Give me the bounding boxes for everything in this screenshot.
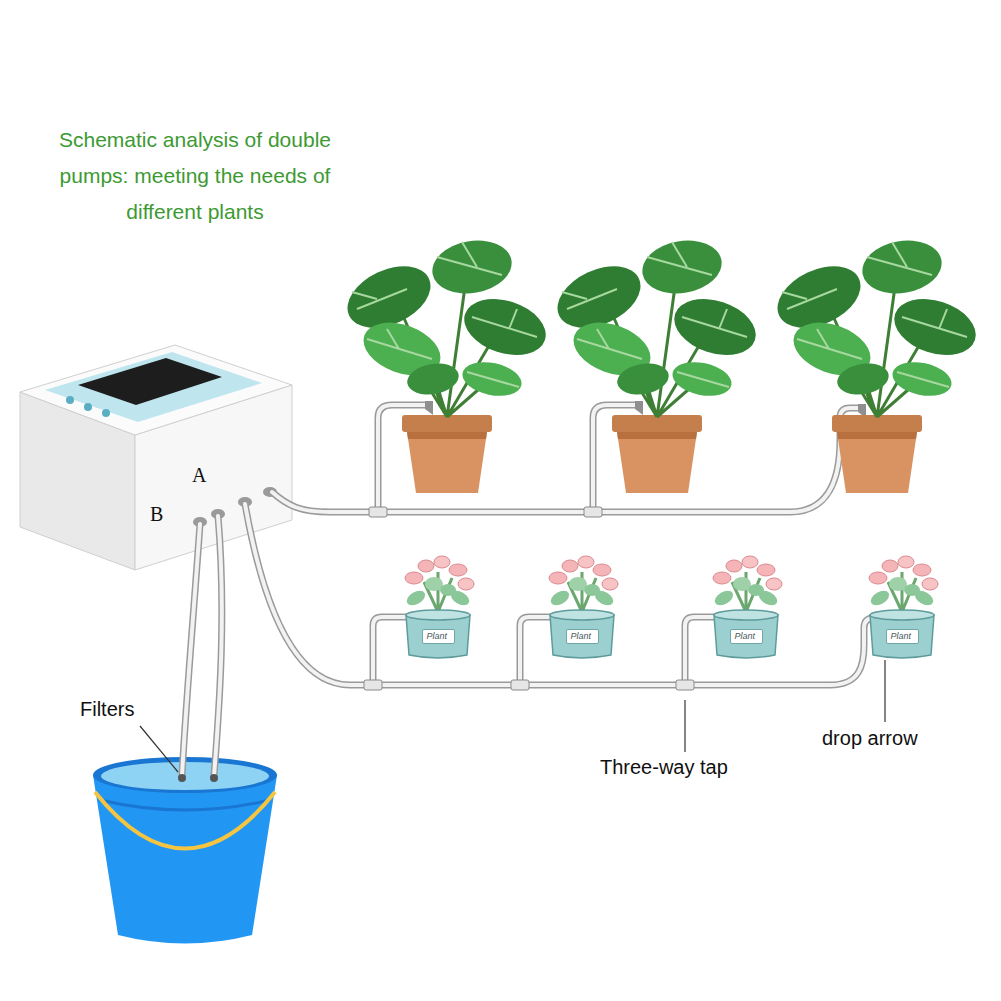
tube [272, 408, 858, 512]
tube [245, 504, 885, 685]
filter [210, 774, 218, 782]
pot-label: Plant [730, 629, 763, 644]
succulent-pots [406, 610, 470, 658]
drop-arrow [425, 401, 433, 415]
monstera-pots [832, 415, 922, 493]
monstera-pots [402, 415, 492, 493]
drop-arrow [415, 401, 893, 628]
filter [178, 774, 186, 782]
pump-controller [78, 358, 222, 405]
leader-line [140, 660, 885, 772]
pot-text: Plant [891, 631, 914, 642]
bucket-handle [95, 792, 275, 849]
succulent-pots [714, 610, 778, 658]
three-way-tap [369, 507, 387, 517]
succulent-pots [548, 556, 618, 612]
pump-controller [84, 403, 92, 411]
pump-controller [20, 345, 292, 435]
three-way-tap [364, 507, 694, 690]
tube [182, 524, 200, 776]
tube [182, 524, 200, 776]
three-way-tap [676, 680, 694, 690]
leader-line [684, 700, 685, 752]
three-way-tap [364, 680, 382, 690]
monstera-pots [338, 234, 983, 493]
port-label: A [192, 464, 206, 487]
three-way-tap [584, 507, 602, 517]
tube [214, 516, 222, 776]
succulent-pots [870, 610, 934, 658]
pot-text: Plant [427, 631, 450, 642]
succulent-pots [712, 556, 782, 612]
filter [178, 774, 218, 782]
part-label: drop arrow [822, 727, 918, 750]
succulent-pots [404, 556, 938, 658]
water-bucket [93, 757, 277, 944]
pump-controller [66, 396, 74, 404]
monstera-pots [768, 234, 983, 417]
pump-controller [45, 352, 262, 422]
pot-label: Plant [422, 629, 455, 644]
part-label: Three-way tap [600, 756, 728, 779]
leader-line [884, 660, 885, 722]
three-way-tap [511, 680, 529, 690]
drop-arrow [635, 401, 643, 415]
pot-text: Plant [571, 631, 594, 642]
succulent-pots [404, 556, 474, 612]
part-label: Filters [80, 698, 134, 721]
monstera-pots [612, 415, 702, 493]
monstera-pots [338, 234, 553, 417]
pot-label: Plant [566, 629, 599, 644]
tube [214, 516, 222, 776]
water-bucket [93, 775, 277, 944]
tube [272, 408, 858, 512]
tube [182, 405, 885, 776]
tube [245, 504, 885, 685]
monstera-pots [548, 234, 763, 417]
water-bucket [100, 800, 270, 810]
pump-controller [102, 409, 110, 417]
succulent-pots [868, 556, 938, 612]
port-label: B [150, 503, 163, 526]
leader-line [140, 726, 178, 772]
succulent-pots [550, 610, 614, 658]
pot-label: Plant [886, 629, 919, 644]
diagram-title: Schematic analysis of double pumps: meet… [30, 122, 360, 230]
pot-text: Plant [735, 631, 758, 642]
